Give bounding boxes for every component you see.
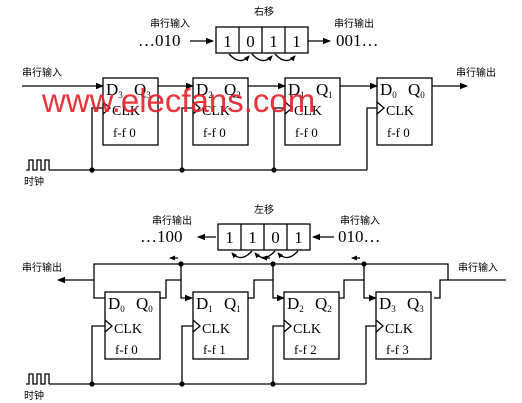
svg-text:Q1: Q1 — [224, 294, 241, 314]
svg-text:Q0: Q0 — [136, 294, 153, 314]
top-flipflop-1: D2 Q2 CLK f-f 0 — [192, 77, 249, 146]
top-register-bit: 1 — [223, 32, 232, 51]
bottom-bits-incoming: 010… — [338, 227, 381, 246]
svg-text:D1: D1 — [196, 294, 213, 314]
svg-text:CLK: CLK — [112, 104, 140, 119]
bottom-flipflop-3: D3 Q3 CLK f-f 3 — [375, 291, 432, 360]
top-register-serial-out-label: 串行输出 — [334, 17, 374, 30]
svg-text:Q2: Q2 — [315, 294, 332, 314]
right-shift-section: 右移 串行输入 串行输出 …010 1 0 1 1 001… 串行输入 串行输出… — [22, 5, 496, 188]
bottom-register-bit: 1 — [248, 228, 257, 247]
junction-dot — [179, 381, 185, 387]
top-clock-pulse-icon — [26, 159, 50, 171]
bottom-register-serial-out-label: 串行输出 — [152, 214, 192, 227]
svg-text:f-f 0: f-f 0 — [203, 125, 226, 140]
top-register-serial-in-label: 串行输入 — [150, 17, 190, 30]
bottom-register-bit: 0 — [271, 228, 280, 247]
junction-dot — [270, 381, 276, 387]
svg-text:CLK: CLK — [385, 322, 413, 337]
svg-text:Q2: Q2 — [224, 80, 241, 100]
bottom-clock-pulse-icon — [26, 373, 50, 385]
top-register-bit: 1 — [292, 32, 301, 51]
top-serial-input-label: 串行输入 — [22, 66, 62, 79]
top-register-bit: 1 — [269, 32, 278, 51]
svg-text:f-f 1: f-f 1 — [203, 342, 226, 357]
bottom-flipflop-2: D2 Q2 CLK f-f 2 — [283, 291, 340, 360]
svg-text:CLK: CLK — [293, 322, 321, 337]
bottom-bits-outgoing: …100 — [140, 227, 183, 246]
top-direction-label: 右移 — [254, 5, 274, 18]
top-flipflop-3: D0 Q0 CLK f-f 0 — [376, 77, 433, 146]
top-bits-incoming: …010 — [138, 31, 181, 50]
junction-dot — [179, 167, 185, 173]
bottom-serial-input-label: 串行输入 — [458, 261, 498, 274]
svg-text:f-f 0: f-f 0 — [295, 125, 318, 140]
svg-text:Q0: Q0 — [408, 80, 425, 100]
bottom-register-serial-in-label: 串行输入 — [340, 214, 380, 227]
svg-text:D3: D3 — [379, 294, 396, 314]
svg-text:D0: D0 — [380, 80, 397, 100]
svg-text:Q1: Q1 — [316, 80, 333, 100]
svg-text:f-f 0: f-f 0 — [387, 125, 410, 140]
bottom-shift-arc — [277, 250, 299, 259]
svg-text:D2: D2 — [287, 294, 304, 314]
bottom-register-bit: 1 — [225, 228, 234, 247]
junction-dot — [89, 381, 95, 387]
svg-text:D0: D0 — [108, 294, 125, 314]
svg-text:D2: D2 — [196, 80, 213, 100]
top-bits-outgoing: 001… — [336, 31, 379, 50]
top-shift-arc — [251, 53, 273, 62]
svg-text:CLK: CLK — [114, 322, 142, 337]
left-shift-section: 左移 串行输出 串行输入 …100 1 1 0 1 010… 串行输出 串行输入 — [22, 203, 506, 402]
watermark-logo: www.elecfans.com — [41, 82, 315, 119]
top-register-bit: 0 — [246, 32, 255, 51]
bottom-direction-label: 左移 — [254, 203, 274, 216]
svg-text:f-f 3: f-f 3 — [386, 342, 409, 357]
bottom-top-rail — [93, 263, 449, 280]
top-shift-arc — [228, 53, 250, 62]
svg-text:f-f 0: f-f 0 — [113, 125, 136, 140]
svg-text:CLK: CLK — [386, 104, 414, 119]
svg-text:Q3: Q3 — [134, 80, 151, 100]
bottom-serial-output-label: 串行输出 — [22, 261, 62, 274]
top-flipflop-0: D3 Q3 CLK f-f 0 — [102, 77, 159, 146]
svg-text:CLK: CLK — [294, 104, 322, 119]
bottom-flipflop-1: D1 Q1 CLK f-f 1 — [192, 291, 249, 360]
bottom-flipflop-0: D0 Q0 CLK f-f 0 — [104, 291, 161, 360]
top-shift-arc — [274, 53, 296, 62]
junction-dot — [89, 167, 95, 173]
svg-text:f-f 2: f-f 2 — [294, 342, 317, 357]
top-flipflop-2: D1 Q1 CLK f-f 0 — [284, 77, 341, 146]
svg-text:Q3: Q3 — [407, 294, 424, 314]
bottom-shift-arc — [254, 250, 276, 259]
junction-dot — [271, 167, 277, 173]
svg-text:D3: D3 — [106, 80, 123, 100]
svg-text:D1: D1 — [288, 80, 305, 100]
svg-text:f-f 0: f-f 0 — [115, 342, 138, 357]
svg-text:CLK: CLK — [202, 104, 230, 119]
top-clock-label: 时钟 — [24, 175, 44, 188]
bottom-clock-label: 时钟 — [24, 389, 44, 402]
bottom-register-bit: 1 — [294, 228, 303, 247]
top-serial-output-label: 串行输出 — [456, 66, 496, 79]
bottom-shift-arc — [231, 250, 253, 259]
svg-text:CLK: CLK — [202, 322, 230, 337]
